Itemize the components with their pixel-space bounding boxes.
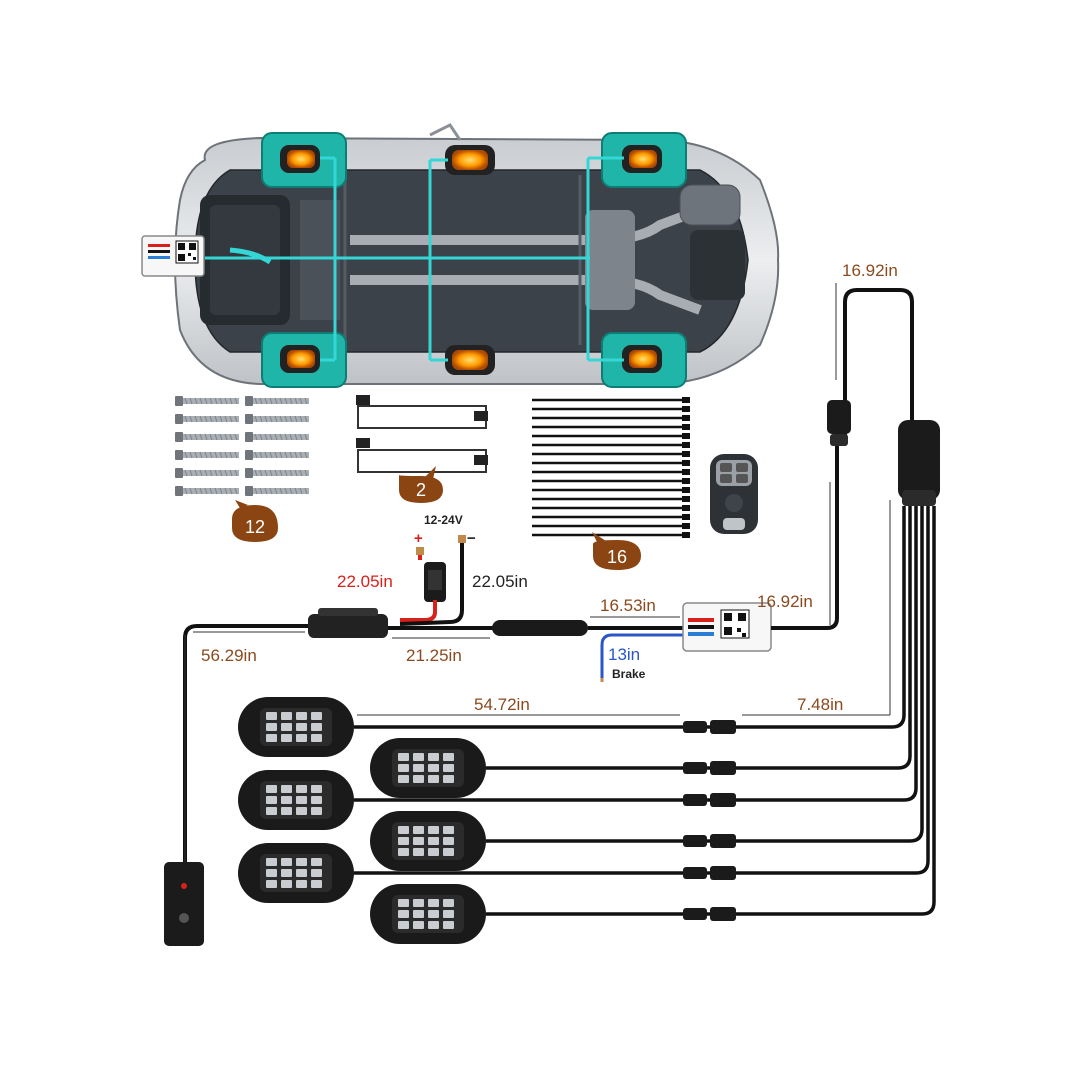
zip-ties-count: 16 [607, 547, 627, 567]
rock-light-pod [238, 843, 354, 903]
screw [245, 486, 309, 496]
screw [245, 414, 309, 424]
power-input: 12-24V + − [399, 513, 476, 626]
rock-light-pod [238, 770, 354, 830]
screw [175, 432, 239, 442]
badge-connectors: 2 [399, 466, 443, 503]
zip-ties-group [532, 397, 690, 538]
controller-on-car [141, 235, 205, 277]
pod-center-top [445, 145, 495, 175]
dim-splitter-tail: 7.48in [797, 695, 843, 714]
dim-main-to-switch: 56.29in [201, 646, 257, 665]
brake-label: Brake [612, 667, 646, 681]
connectors-count: 2 [416, 480, 426, 500]
screw [245, 432, 309, 442]
inline-connector-top [827, 400, 851, 446]
rock-light-pod [238, 697, 354, 757]
controller-output-cable [771, 288, 914, 630]
splitter-hub [898, 420, 940, 506]
screw [175, 468, 239, 478]
rock-light-pod [370, 738, 486, 798]
tire-front-right [601, 132, 687, 188]
screw [175, 450, 239, 460]
rock-light-pods [238, 697, 486, 944]
rocker-switch[interactable] [164, 862, 204, 946]
screw [175, 414, 239, 424]
pod-center-bottom [445, 345, 495, 375]
screw [245, 396, 309, 406]
screw [245, 450, 309, 460]
remote-key-fob [710, 454, 758, 534]
controller-box [682, 602, 772, 652]
rock-light-pod [370, 811, 486, 871]
screw [175, 396, 239, 406]
inline-connector [683, 761, 736, 775]
car-underside [174, 123, 780, 385]
dim-red-wire: 22.05in [337, 572, 393, 591]
rock-light-pod [370, 884, 486, 944]
voltage-label: 12-24V [424, 513, 463, 527]
inline-connector [683, 907, 736, 921]
dim-pod-cable: 54.72in [474, 695, 530, 714]
dim-top-loop: 16.92in [842, 261, 898, 280]
inline-connector [683, 834, 736, 848]
dim-brake-wire: 13in [608, 645, 640, 664]
connector-pigtails [356, 395, 488, 473]
tire-rear-left [261, 332, 347, 388]
dim-joint-to-controller: 16.53in [600, 596, 656, 615]
screws-group [175, 396, 309, 496]
plus-sign: + [414, 530, 423, 547]
dim-fuse-to-joint: 21.25in [406, 646, 462, 665]
dim-controller-out: 16.92in [757, 592, 813, 611]
inline-connector [683, 720, 736, 734]
inline-connector [683, 793, 736, 807]
screws-count: 12 [245, 517, 265, 537]
dim-black-wire: 22.05in [472, 572, 528, 591]
tire-front-left [261, 132, 347, 188]
screw [175, 486, 239, 496]
minus-sign: − [467, 530, 476, 547]
badge-screws: 12 [232, 500, 278, 542]
splitter-cables [354, 506, 936, 921]
cyan-wiring-overlay [205, 156, 624, 362]
dimension-guides [184, 283, 891, 862]
tire-rear-right [601, 332, 687, 388]
inline-connector [683, 866, 736, 880]
badge-zip-ties: 16 [592, 532, 641, 570]
screw [245, 468, 309, 478]
